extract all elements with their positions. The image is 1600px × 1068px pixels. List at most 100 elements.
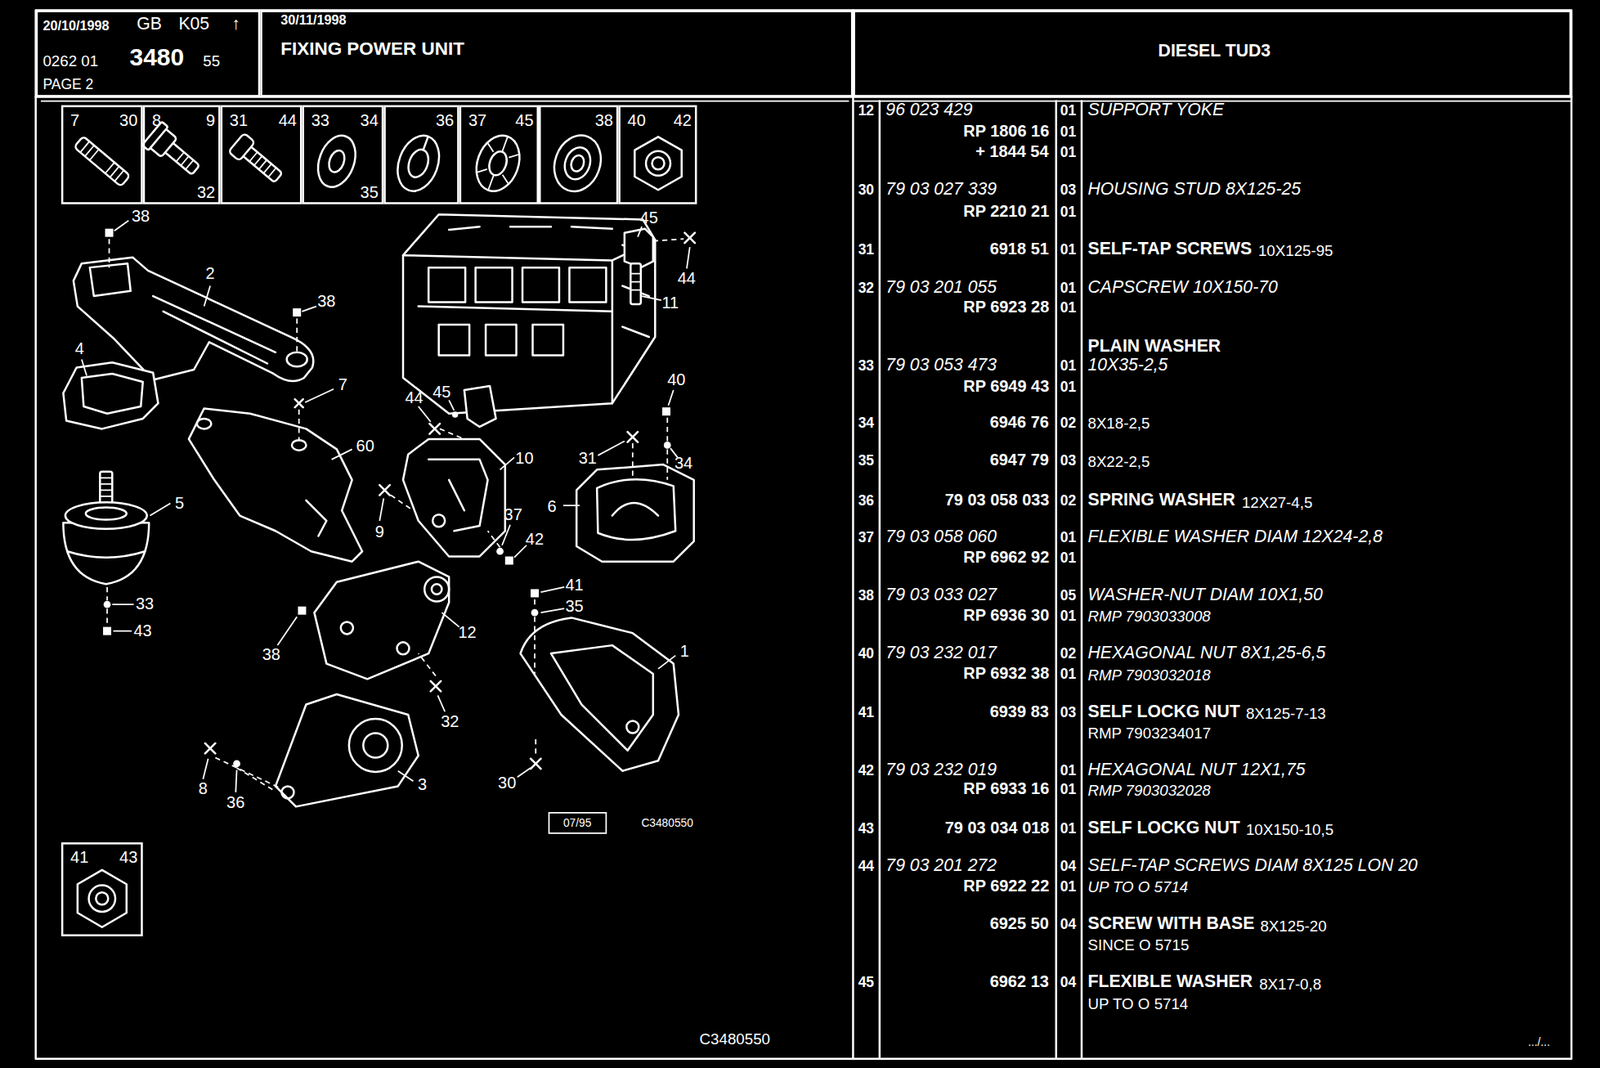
callout-number: 36: [435, 111, 454, 130]
header-text: 20/10/1998: [42, 18, 109, 35]
part-number: 96 023 429: [885, 99, 973, 120]
description: SELF-TAP SCREWS DIAM 8X125 LON 20: [1087, 855, 1417, 875]
part-number: 79 03 201 272: [885, 855, 997, 875]
description: RMP 7903234017: [1087, 723, 1211, 742]
header-cell: 20/10/1998GBK05↑0262 01348055PAGE 2: [35, 9, 261, 97]
page-title: FIXING POWER UNIT: [280, 38, 465, 60]
item-number: 32: [858, 279, 874, 296]
callout-number: 38: [131, 206, 150, 226]
callout-number: 43: [119, 848, 138, 868]
part-number: 6939 83: [990, 702, 1049, 722]
fastener-icon-box: 3745: [459, 105, 539, 205]
callout-number: 9: [206, 111, 216, 130]
quantity: 01: [1060, 665, 1076, 682]
part-number: RP 6962 92: [963, 547, 1049, 567]
part-number: 79 03 201 055: [885, 277, 997, 298]
quantity: 01: [1060, 202, 1076, 220]
description: SCREW WITH BASE: [1087, 913, 1255, 933]
callout-number: 31: [229, 111, 248, 130]
part-number: 79 03 058 033: [945, 491, 1050, 511]
quantity: 04: [1060, 973, 1076, 991]
fastener-icon-box: 4042: [618, 105, 697, 205]
item-number: 45: [858, 973, 874, 991]
part-number: 79 03 033 027: [885, 584, 997, 605]
description: RMP 7903032028: [1087, 780, 1211, 799]
quantity: 05: [1060, 587, 1076, 604]
part-number: RP 6933 16: [963, 779, 1049, 799]
callout-number: 30: [497, 773, 516, 793]
part-number: 79 03 232 019: [885, 759, 997, 780]
callout-number: 40: [667, 370, 686, 390]
item-number: 38: [858, 587, 874, 604]
quantity: 02: [1060, 492, 1076, 509]
item-number: 44: [858, 857, 874, 874]
callout-number: 8: [152, 111, 162, 130]
callout-number: 44: [404, 389, 423, 408]
quantity: 01: [1060, 299, 1076, 316]
callout-number: 10: [515, 448, 534, 468]
callout-number: 8: [198, 779, 208, 799]
fastener-icon-box: 38: [538, 105, 619, 205]
quantity: 03: [1060, 181, 1076, 198]
drawing-ref: .../...: [1528, 1034, 1551, 1048]
callout-number: 38: [595, 111, 614, 130]
quantity: 04: [1060, 915, 1076, 933]
callout-number: 37: [504, 505, 523, 525]
description: RMP 7903032018: [1087, 664, 1211, 683]
description: PLAIN WASHER: [1087, 336, 1221, 356]
description: SELF LOCKG NUT: [1087, 817, 1240, 838]
item-number: 31: [858, 241, 874, 258]
description: 8X17-0,8: [1259, 974, 1322, 993]
part-number: RP 2210 21: [963, 201, 1049, 221]
description: 8X125-20: [1259, 916, 1327, 935]
drawing-ref: C3480550: [699, 1029, 771, 1048]
part-number: RP 6922 22: [963, 877, 1049, 897]
description: HOUSING STUD 8X125-25: [1087, 179, 1301, 200]
callout-number: 4: [75, 340, 85, 359]
part-number: 79 03 058 060: [885, 526, 997, 547]
quantity: 01: [1060, 528, 1076, 546]
description: RMP 7903033008: [1087, 606, 1211, 625]
item-number: 30: [858, 181, 874, 198]
item-number: 40: [858, 645, 874, 662]
callout-number: 42: [525, 529, 544, 549]
callout-number: 32: [440, 712, 459, 732]
description: 10X125-95: [1258, 241, 1334, 260]
part-number: 79 03 232 017: [885, 643, 997, 664]
header-cell: DIESEL TUD3: [852, 9, 1572, 97]
fastener-icon-box: 730: [61, 105, 144, 205]
part-number: RP 6936 30: [963, 606, 1049, 626]
callout-number: 6: [547, 497, 557, 516]
item-number: 34: [858, 414, 874, 431]
callout-number: 45: [432, 382, 451, 402]
part-number: RP 6932 38: [963, 664, 1049, 684]
quantity: 04: [1060, 857, 1076, 874]
quantity: 01: [1060, 241, 1076, 258]
callout-number: 35: [564, 596, 583, 616]
description: UP TO O 5714: [1087, 994, 1188, 1013]
quantity: 02: [1060, 645, 1076, 662]
description: 8X125-7-13: [1245, 703, 1327, 722]
description: 8X22-2,5: [1087, 452, 1150, 471]
part-number: RP 6949 43: [963, 377, 1049, 397]
header-text: K05: [178, 13, 210, 34]
description: SUPPORT YOKE: [1087, 99, 1224, 120]
description: SINCE O 5715: [1087, 935, 1189, 954]
quantity: 01: [1060, 878, 1076, 895]
header-text: DIESEL TUD3: [1158, 40, 1272, 61]
header-text: 3480: [129, 42, 185, 71]
header-text: 30/11/1998: [280, 13, 346, 29]
callout-number: 12: [457, 623, 476, 643]
callout-number: 40: [627, 111, 646, 130]
callout-number: 9: [375, 522, 385, 542]
callout-number: 37: [468, 111, 487, 130]
callout-number: 11: [661, 294, 679, 314]
callout-number: 35: [360, 183, 379, 203]
callout-number: 1: [680, 641, 690, 661]
callout-number: 33: [311, 111, 330, 130]
header-text: ↑: [231, 13, 241, 34]
callout-number: 36: [226, 793, 245, 812]
description: HEXAGONAL NUT 12X1,75: [1087, 759, 1305, 780]
drawing-ref: 07/95: [563, 815, 592, 830]
description: 10X150-10,5: [1245, 820, 1334, 839]
